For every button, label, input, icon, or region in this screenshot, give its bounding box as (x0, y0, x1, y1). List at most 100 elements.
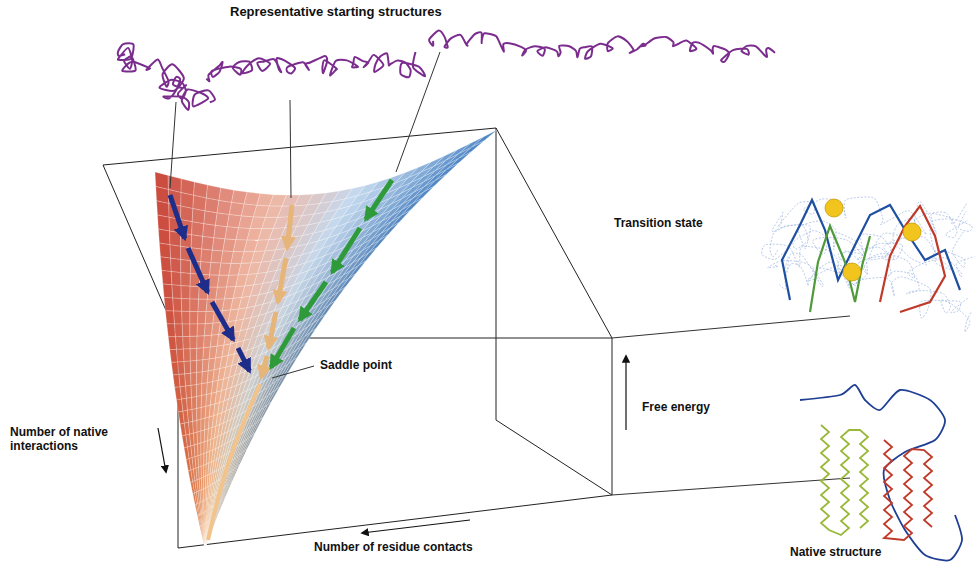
surface-mesh-cell (471, 130, 497, 147)
backbone-strand (810, 226, 870, 312)
surface-mesh-cell (198, 299, 207, 311)
surface-mesh-cell (201, 501, 203, 513)
surface-mesh-cell (181, 299, 190, 312)
surface-mesh-cell (302, 329, 316, 347)
surface-mesh-cell (175, 324, 183, 337)
surface-mesh-cell (197, 396, 202, 409)
surface-mesh-cell (178, 362, 185, 375)
surface-mesh-cell (200, 514, 202, 526)
surface-mesh-cell (190, 286, 199, 299)
axis-arrow (158, 428, 166, 472)
surface-mesh-cell (177, 349, 185, 362)
surface-mesh-cell (197, 324, 205, 337)
surface-mesh-cell (379, 222, 399, 240)
surface-mesh-cell (412, 186, 434, 204)
surface-mesh-cell (196, 372, 202, 385)
surface-mesh-cell (158, 229, 170, 245)
backbone-strand (880, 206, 945, 312)
axis-arrows (158, 356, 626, 533)
surface-mesh-cell (192, 222, 204, 237)
axis-label: Free energy (640, 400, 712, 414)
point-label: Saddle point (318, 358, 394, 372)
key-residue (843, 263, 861, 281)
pathway-arrow (170, 195, 185, 238)
label-holder: Native structure (788, 545, 883, 559)
structure-label: Transition state (612, 216, 705, 230)
pathway-arrow (366, 180, 392, 219)
surface-mesh-cell (201, 454, 204, 467)
surface-mesh-cell (201, 465, 204, 478)
surface-mesh-cell (390, 210, 411, 228)
surface-mesh-cell (203, 224, 216, 238)
surface-mesh-cell (193, 432, 197, 445)
surface-mesh-cell (190, 324, 198, 337)
surface-mesh-cell (158, 215, 170, 231)
surface-mesh-cell (193, 420, 197, 433)
leader-line (612, 478, 850, 495)
pathway-arrow (261, 356, 267, 377)
axis-label: Number of residue contacts (312, 540, 475, 554)
surface-mesh-cell (171, 272, 181, 286)
surface-mesh-cell (161, 257, 172, 272)
surface-mesh-cell (182, 324, 190, 337)
surface-mesh-cell (185, 373, 191, 386)
backbone-strand (782, 200, 960, 300)
key-residue (903, 223, 921, 241)
surface-mesh-cell (224, 481, 232, 498)
pathway-arrow (271, 328, 294, 367)
backbone-strand (800, 385, 962, 561)
surface-mesh-cell (201, 249, 213, 262)
label-holder: Saddle point (318, 358, 394, 372)
surface-mesh-cell (197, 419, 201, 432)
box-edge (496, 128, 497, 420)
surface-mesh-cell (203, 524, 204, 536)
axis-arrow (625, 356, 626, 430)
box-edge (496, 420, 612, 495)
surface-mesh-cell (202, 236, 214, 250)
surface-mesh-cell (181, 273, 191, 287)
surface-mesh-cell (203, 525, 205, 537)
surface-mesh-cell (205, 198, 219, 213)
surface-mesh-cell (181, 206, 193, 222)
surface-mesh-cell (159, 243, 170, 258)
leader-line (272, 366, 314, 378)
leader-lines (170, 52, 850, 495)
surface-mesh-cell (190, 312, 198, 325)
surface-mesh-cell (171, 258, 181, 272)
surface-mesh-cell (192, 397, 197, 410)
backbone-strand (884, 440, 932, 540)
surface-mesh-cell (204, 524, 206, 536)
surface-mesh-cell (181, 193, 194, 209)
leader-line (612, 316, 850, 338)
surface-mesh-cell (339, 274, 356, 292)
surface-mesh-cell (447, 152, 471, 170)
label-holder: Number of residue contacts (312, 540, 475, 554)
leader-line (170, 102, 176, 188)
leader-line (396, 52, 440, 172)
surface-mesh-cell (190, 336, 197, 349)
surface-mesh-cell (190, 299, 199, 312)
label-holder: Transition state (612, 216, 705, 230)
surface-mesh-cell (231, 465, 240, 482)
surface-mesh-cell (349, 261, 367, 279)
axis-arrow (362, 520, 470, 533)
pathway-arrow (212, 302, 233, 340)
native-structure (800, 385, 962, 561)
surface-mesh-cell (191, 373, 197, 386)
surface-mesh-cell (204, 536, 205, 548)
surface-mesh-cell (198, 443, 201, 456)
surface-mesh-cell (202, 513, 204, 525)
surface-mesh-cell (198, 455, 201, 468)
pathway-arrow (332, 228, 360, 272)
pathway-arrow (300, 282, 326, 320)
surface-mesh-cell (173, 298, 182, 311)
energy-surface (155, 130, 497, 548)
label-holder: Representative starting structures (228, 4, 444, 20)
surface-mesh-cell (310, 315, 325, 333)
surface-mesh-cell (197, 360, 203, 373)
surface-mesh-cell (369, 235, 388, 253)
surface-mesh-cell (193, 195, 206, 211)
surface-mesh-cell (196, 384, 201, 397)
